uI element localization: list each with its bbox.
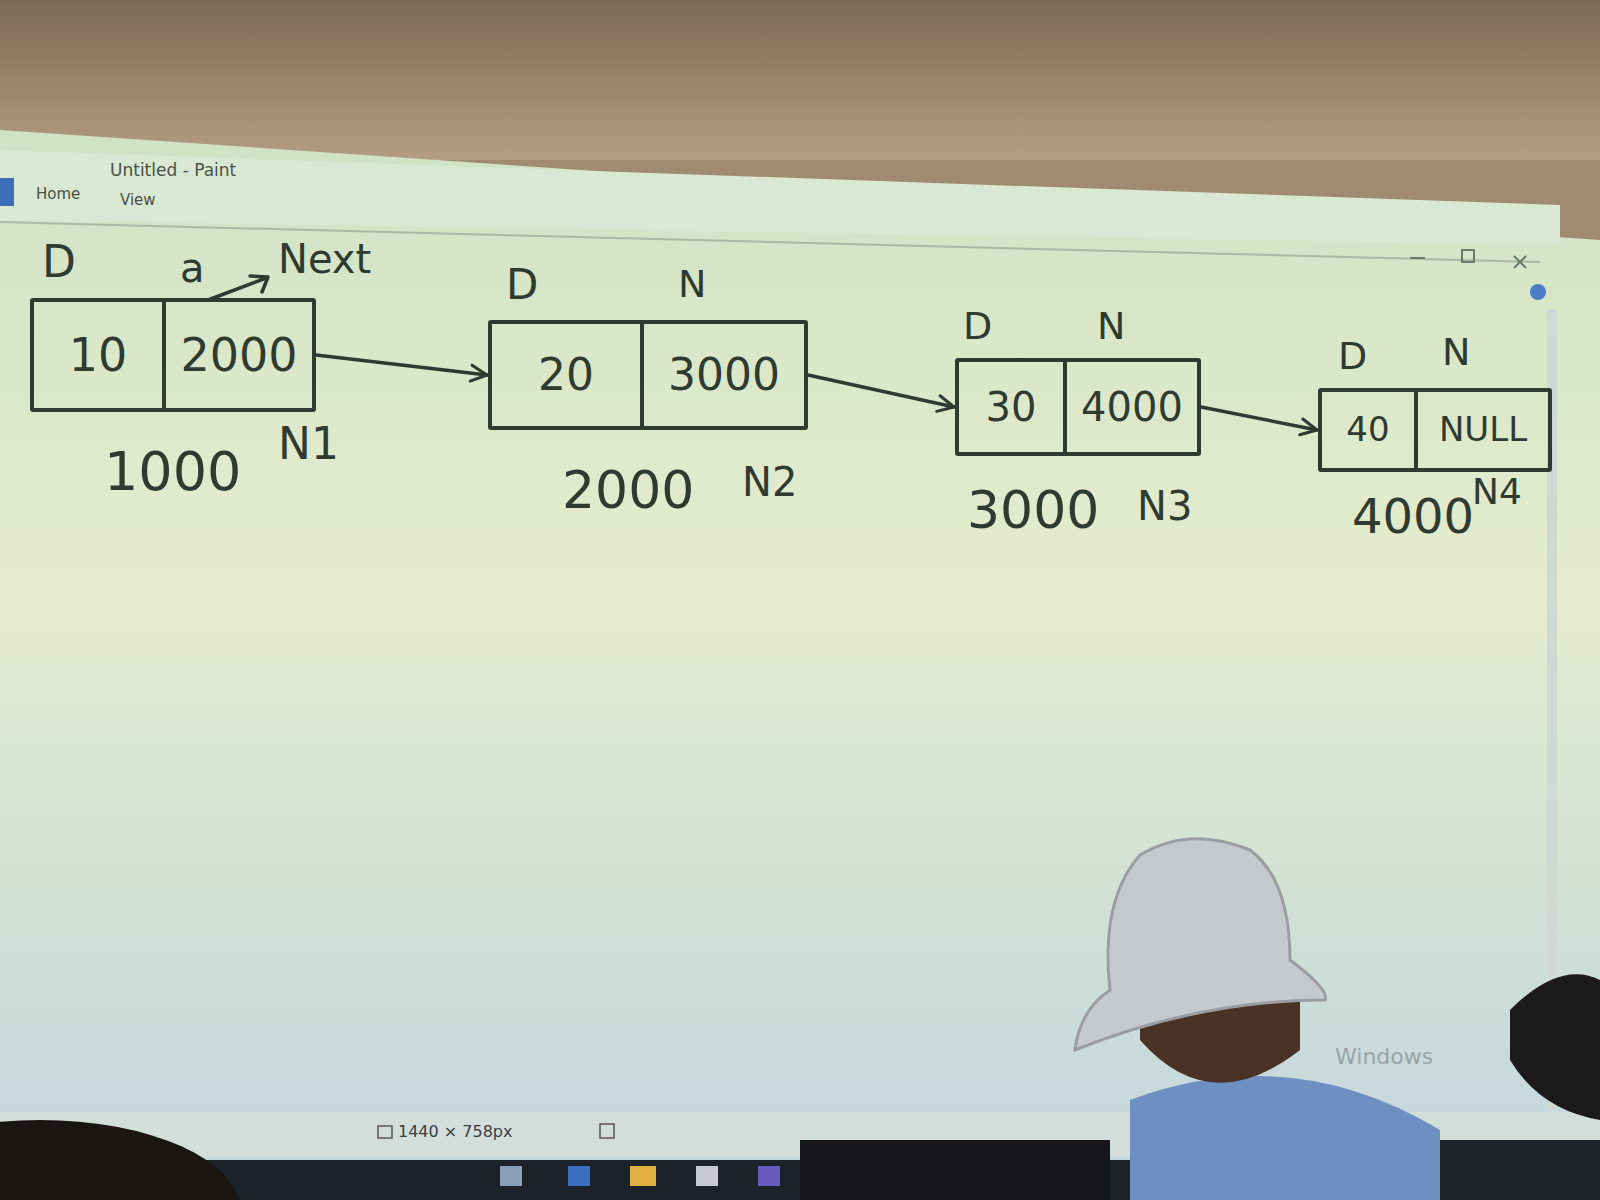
- field-heading: a: [180, 246, 205, 290]
- node-name: N3: [1137, 484, 1192, 528]
- projector-screen: [0, 130, 1600, 1165]
- node-field: a2000: [166, 302, 312, 408]
- taskbar-icon: [568, 1166, 590, 1186]
- field-value: 30: [986, 385, 1037, 429]
- field-value: 20: [538, 351, 594, 399]
- save-icon: [600, 1124, 614, 1138]
- taskbar-icon: [696, 1166, 718, 1186]
- field-value: NULL: [1439, 411, 1527, 448]
- list-node-box: 4000N4D40NNULL: [1318, 388, 1552, 472]
- taskbar-icon: [500, 1166, 522, 1186]
- student-shirt: [1130, 1076, 1440, 1200]
- menu-tab: View: [120, 192, 156, 209]
- next-pointer-arrow: [316, 355, 487, 375]
- node-name: N4: [1472, 472, 1522, 512]
- pointer-label: Next: [278, 236, 371, 282]
- field-heading: D: [1338, 336, 1367, 378]
- taskbar-icon: [630, 1166, 656, 1186]
- audience-head: [1510, 974, 1600, 1120]
- wall: [0, 0, 1600, 160]
- menu-tab: Home: [36, 186, 80, 203]
- field-value: 10: [69, 330, 128, 381]
- field-value: 40: [1346, 411, 1389, 448]
- node-name: N2: [742, 460, 797, 504]
- memory-address: 1000: [104, 442, 241, 501]
- list-node-box: 1000N1D10a2000: [30, 298, 316, 412]
- window-title: Untitled - Paint: [110, 161, 236, 181]
- bucket-hat: [1075, 839, 1326, 1050]
- memory-address: 2000: [562, 462, 694, 519]
- field-value: 2000: [180, 330, 297, 381]
- memory-address: 4000: [1352, 490, 1474, 543]
- node-field: D40: [1322, 392, 1418, 468]
- leader-arrowhead: [250, 276, 268, 292]
- taskbar-icon: [758, 1166, 780, 1186]
- help-icon: [1530, 284, 1546, 300]
- node-field: D10: [34, 302, 166, 408]
- title-bar: [0, 150, 1560, 245]
- minimize-button: [1410, 257, 1425, 259]
- canvas-size: 1440 × 758px: [398, 1123, 512, 1141]
- field-heading: D: [506, 262, 538, 308]
- list-node-box: 2000N2D20N3000: [488, 320, 808, 430]
- field-value: 4000: [1081, 385, 1183, 429]
- field-heading: D: [963, 306, 992, 348]
- field-heading: D: [42, 238, 76, 286]
- maximize-button: [1462, 250, 1474, 262]
- node-field: N3000: [644, 324, 804, 426]
- memory-address: 3000: [967, 482, 1099, 539]
- audience-head: [0, 1120, 240, 1200]
- node-name: N1: [278, 420, 339, 468]
- list-node-box: 3000N3D30N4000: [955, 358, 1201, 456]
- field-value: 3000: [668, 351, 780, 399]
- node-field: D20: [492, 324, 644, 426]
- size-icon: [378, 1126, 392, 1138]
- file-tab: [0, 178, 14, 206]
- field-heading: N: [678, 264, 706, 306]
- next-pointer-arrow: [808, 375, 954, 407]
- node-field: N4000: [1067, 362, 1197, 452]
- watermark: Windows: [1335, 1044, 1433, 1069]
- next-pointer-arrow: [1201, 407, 1317, 430]
- leader-line: [208, 278, 266, 300]
- laptop: [800, 1140, 1110, 1200]
- node-field: D30: [959, 362, 1067, 452]
- ribbon-edge: [0, 222, 1540, 262]
- field-heading: N: [1442, 332, 1470, 374]
- field-heading: N: [1097, 306, 1125, 348]
- node-field: NNULL: [1418, 392, 1548, 468]
- close-button: [1514, 256, 1526, 268]
